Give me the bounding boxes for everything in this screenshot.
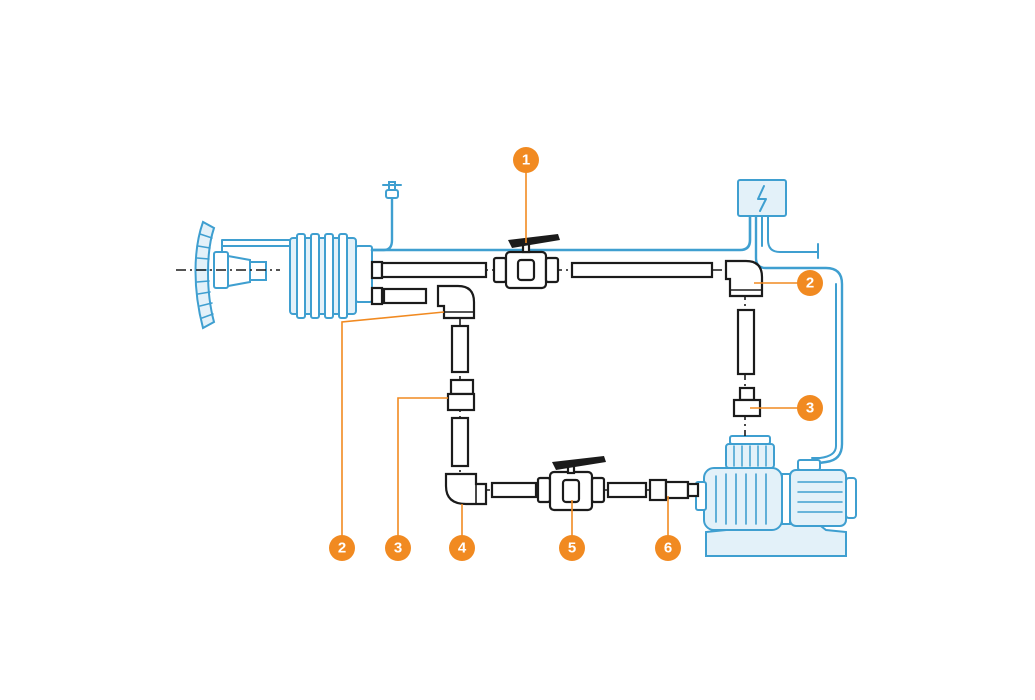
- pipe-segment-left-horizontal: [382, 287, 428, 305]
- elbow-upper-left: [436, 284, 476, 320]
- pool-pump: [695, 435, 857, 557]
- union-adapter: [648, 478, 690, 502]
- callout-2-left: 2: [329, 535, 355, 561]
- pipe-segment-right: [736, 308, 756, 376]
- callout-3-left-label: 3: [394, 540, 402, 557]
- ball-valve-bottom: [536, 456, 606, 512]
- callout-3-right: 3: [797, 395, 823, 421]
- pipe-stub-top: [370, 260, 384, 280]
- elbow-top-right: [724, 259, 764, 298]
- reducer-right: [732, 386, 762, 418]
- callout-2-right: 2: [797, 270, 823, 296]
- pipe-stub-lower: [370, 286, 384, 306]
- pipe-segment-bottom-2: [606, 481, 648, 499]
- pipe-segment-left-1: [450, 324, 470, 374]
- callout-3-right-label: 3: [806, 400, 814, 417]
- leader-lines: [341, 172, 798, 538]
- callout-5-label: 5: [568, 540, 576, 557]
- callout-2-right-label: 2: [806, 275, 814, 292]
- callout-6-label: 6: [664, 540, 672, 557]
- wall-nozzle: [194, 220, 267, 330]
- blue-link-nozzle: [221, 239, 291, 253]
- elbow-bottom-left: [444, 472, 488, 506]
- lightning-bolt-icon: [757, 185, 767, 212]
- callout-4: 4: [449, 535, 475, 561]
- callout-4-label: 4: [458, 540, 467, 557]
- heat-exchanger: [289, 233, 373, 319]
- callout-3-left: 3: [385, 535, 411, 561]
- callout-1: 1: [513, 147, 539, 173]
- blue-control-cable: [370, 214, 752, 252]
- air-vent: [370, 181, 402, 252]
- ball-valve-top: [492, 234, 560, 290]
- reducer-left: [446, 378, 476, 412]
- pipe-segment-bottom-1: [490, 481, 538, 499]
- blue-power-line: [754, 214, 844, 466]
- pipe-segment-left-2: [450, 416, 470, 468]
- pipe-segment-top-2: [570, 261, 714, 279]
- callout-6: 6: [655, 535, 681, 561]
- blue-power-line-inner: [811, 283, 837, 459]
- electrical-box: [737, 179, 787, 217]
- pump-inlet-stub: [686, 482, 700, 498]
- blue-cable-out: [767, 215, 819, 253]
- callout-2-left-label: 2: [338, 540, 346, 557]
- pipe-segment-top-1: [380, 261, 488, 279]
- callout-1-label: 1: [522, 152, 530, 169]
- callout-5: 5: [559, 535, 585, 561]
